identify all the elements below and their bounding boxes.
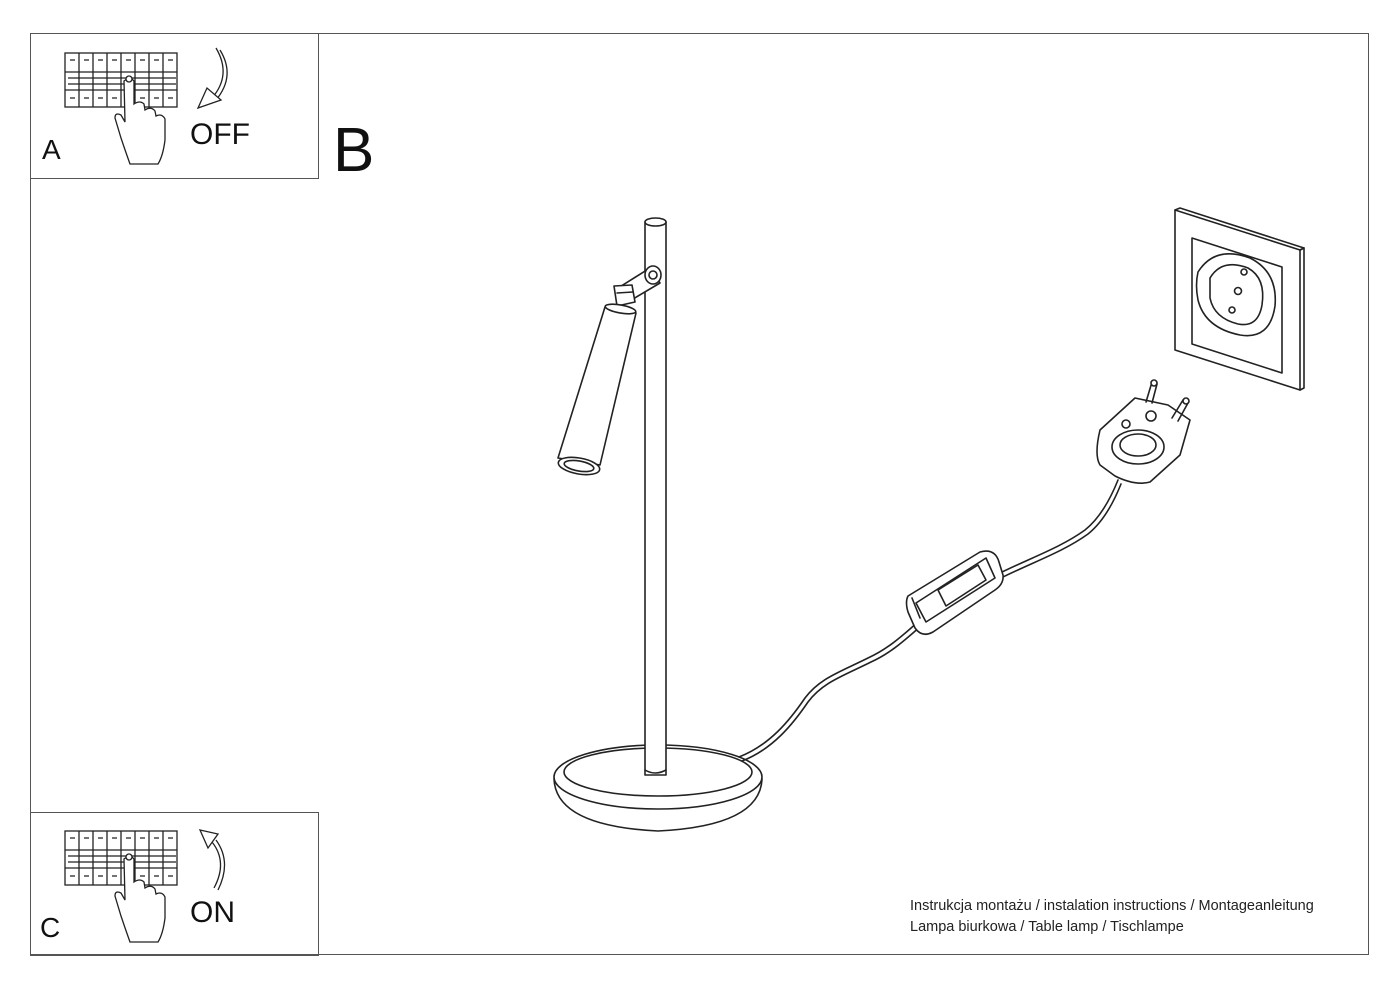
- hand-icon-c: [114, 853, 166, 943]
- step-c-panel: [30, 812, 319, 956]
- breaker-panel-icon-c: [64, 830, 178, 886]
- switch-off-label: OFF: [190, 118, 250, 151]
- hand-icon-a: [114, 75, 166, 165]
- lamp-joint: [613, 265, 662, 307]
- caption-instructions: Instrukcja montażu / instalation instruc…: [910, 898, 1314, 914]
- lamp-spot: [557, 303, 637, 476]
- arrow-down-icon: [196, 47, 228, 110]
- wall-socket: [1174, 207, 1305, 391]
- step-a-panel: [30, 33, 319, 179]
- caption-product: Lampa biurkowa / Table lamp / Tischlampe: [910, 919, 1184, 935]
- instruction-sheet: [30, 33, 1369, 955]
- step-b-letter: B: [333, 116, 375, 185]
- power-cable: [738, 479, 1122, 762]
- step-c-letter: C: [40, 912, 61, 943]
- step-a-letter: A: [42, 134, 61, 165]
- inline-switch: [905, 550, 1004, 636]
- breaker-panel-icon-a: [64, 52, 178, 108]
- lamp-pole: [644, 217, 667, 776]
- plug: [1096, 379, 1191, 484]
- switch-on-label: ON: [190, 896, 235, 929]
- arrow-up-icon: [198, 829, 226, 891]
